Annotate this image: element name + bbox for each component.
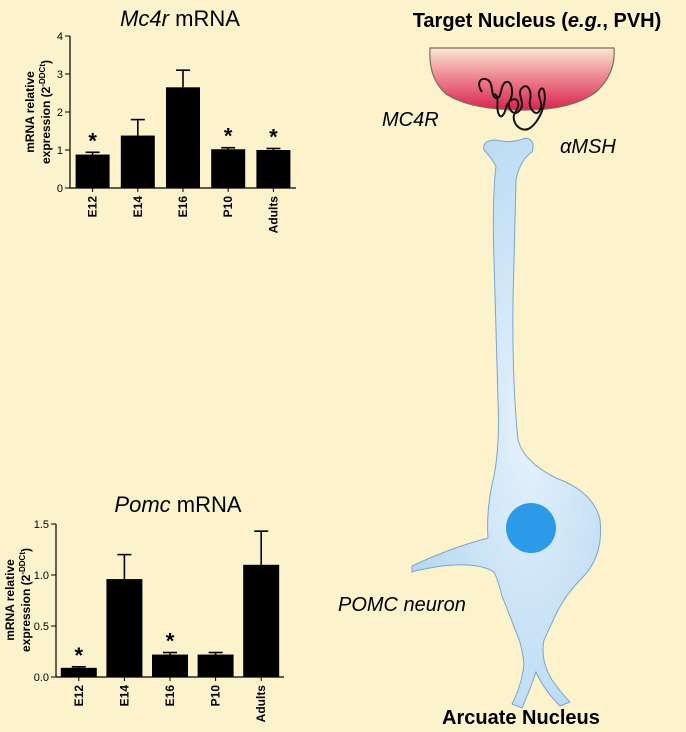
mc4r-significance-marker: * bbox=[224, 124, 233, 149]
target-nucleus-title: Target Nucleus (e.g., PVH) bbox=[413, 10, 662, 32]
pomc-bar-adults bbox=[243, 564, 280, 677]
pomc-chart: Pomc mRNA mRNA relative expression (2-DD… bbox=[3, 492, 284, 722]
mc4r-receptor-icon bbox=[478, 78, 546, 131]
mc4r-y-tick-label: 3 bbox=[57, 69, 63, 81]
pomc-chart-title: Pomc mRNA bbox=[114, 492, 241, 517]
pomc-significance-marker: * bbox=[75, 643, 84, 668]
neuron-cell-nucleus bbox=[506, 503, 556, 553]
mc4r-bar-e12 bbox=[75, 154, 110, 188]
mc4r-label: MC4R bbox=[382, 109, 439, 131]
mc4r-bar-p10 bbox=[211, 149, 246, 188]
mc4r-bar-e16 bbox=[166, 87, 200, 188]
mc4r-y-tick-label: 4 bbox=[57, 31, 63, 43]
mc4r-category-label: P10 bbox=[221, 196, 235, 218]
pomc-neuron-shape bbox=[411, 137, 602, 709]
mc4r-bar-e14 bbox=[120, 135, 155, 188]
pomc-y-axis-label-line2: expression (2-DDCt) bbox=[18, 548, 33, 652]
pomc-neuron-diagram: Target Nucleus (e.g., PVH) MC4R αMSH POM… bbox=[338, 10, 661, 729]
pomc-category-label: E16 bbox=[163, 685, 177, 707]
pomc-category-label: P10 bbox=[209, 685, 223, 707]
amsh-label: αMSH bbox=[560, 136, 616, 158]
target-nucleus-shape bbox=[429, 47, 615, 111]
mc4r-y-axis-label-line2: expression (2-DDCt) bbox=[38, 60, 53, 164]
pomc-category-label: Adults bbox=[254, 685, 268, 723]
mc4r-category-label: E12 bbox=[86, 196, 100, 218]
pomc-bar-e12 bbox=[60, 667, 97, 677]
pomc-category-label: E14 bbox=[117, 685, 131, 707]
pomc-y-tick-label: 1.5 bbox=[34, 519, 49, 531]
pomc-neuron-label: POMC neuron bbox=[338, 594, 466, 616]
pomc-y-tick-label: 0.0 bbox=[34, 672, 49, 684]
arcuate-nucleus-label: Arcuate Nucleus bbox=[442, 707, 600, 729]
pomc-bar-e16 bbox=[152, 654, 188, 677]
mc4r-y-tick-label: 1 bbox=[57, 145, 63, 157]
mc4r-y-tick-label: 2 bbox=[57, 107, 63, 119]
mc4r-significance-marker: * bbox=[269, 124, 278, 149]
pomc-category-label: E12 bbox=[72, 685, 86, 707]
pomc-significance-marker: * bbox=[166, 629, 175, 654]
pomc-bar-p10 bbox=[197, 654, 234, 677]
pomc-bar-e14 bbox=[106, 579, 143, 677]
mc4r-y-axis-label-line1: mRNA relative bbox=[23, 71, 37, 153]
mc4r-chart-title: Mc4r mRNA bbox=[120, 6, 240, 31]
mc4r-category-label: E14 bbox=[131, 196, 145, 218]
mc4r-y-tick-label: 0 bbox=[57, 183, 63, 195]
mc4r-chart: Mc4r mRNA mRNA relative expression (2-DD… bbox=[23, 6, 296, 233]
pomc-y-axis-label-line1: mRNA relative bbox=[3, 559, 17, 641]
mc4r-category-label: E16 bbox=[176, 196, 190, 218]
mc4r-bar-adults bbox=[256, 150, 291, 188]
mc4r-significance-marker: * bbox=[88, 128, 97, 153]
pomc-y-tick-label: 0.5 bbox=[34, 621, 49, 633]
pomc-y-tick-label: 1.0 bbox=[34, 570, 49, 582]
mc4r-category-label: Adults bbox=[266, 196, 280, 234]
